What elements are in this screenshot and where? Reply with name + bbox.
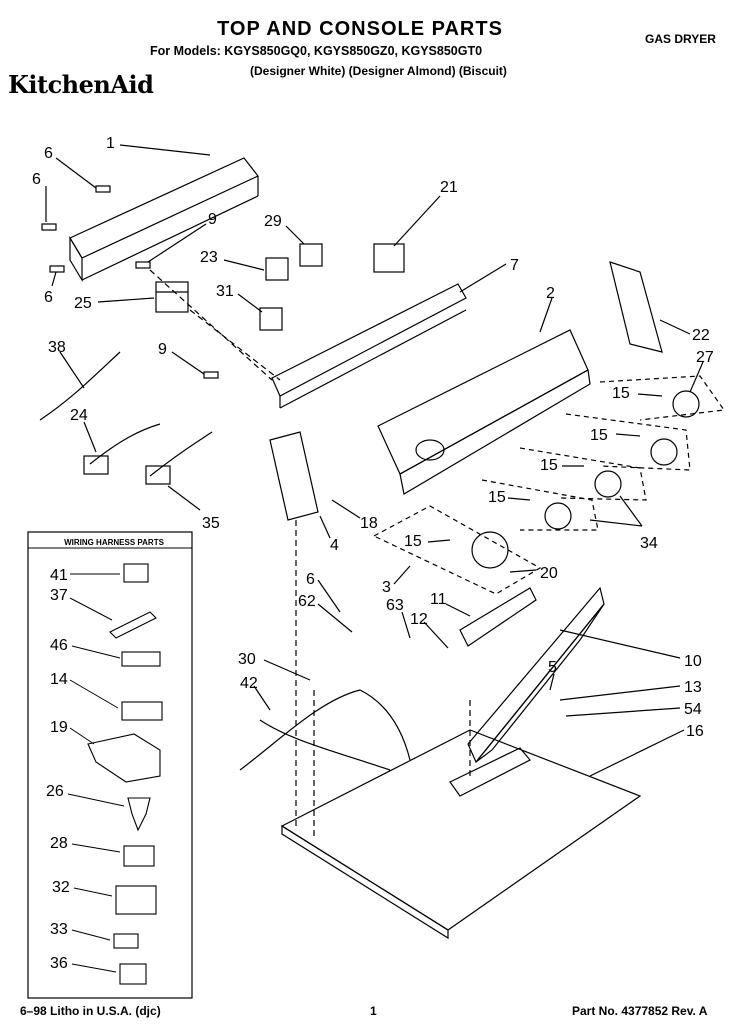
callout-25: 25 (74, 295, 92, 312)
callout-22: 22 (692, 327, 710, 344)
wh-part-46 (121, 651, 161, 667)
callout-6b: 6 (32, 171, 41, 188)
wh-part-28 (123, 845, 155, 867)
part-end-cap (609, 261, 663, 353)
callout-35: 35 (202, 515, 220, 532)
wh-callout-14: 14 (50, 671, 68, 688)
wh-part-19 (87, 733, 161, 783)
wh-part-41 (123, 563, 149, 583)
callout-6a: 6 (44, 145, 53, 162)
callout-24: 24 (70, 407, 88, 424)
wh-callout-41: 41 (50, 567, 68, 584)
callout-10: 10 (684, 653, 702, 670)
page-title: TOP AND CONSOLE PARTS (217, 18, 503, 40)
callout-29: 29 (264, 213, 282, 230)
footer-part-number: Part No. 4377852 Rev. A (572, 1004, 708, 1018)
footer-litho: 6–98 Litho in U.S.A. (djc) (20, 1004, 161, 1018)
part-main-harness (239, 689, 411, 771)
callout-15d: 15 (488, 489, 506, 506)
callout-15b: 15 (590, 427, 608, 444)
callout-18: 18 (360, 515, 378, 532)
callout-42: 42 (240, 675, 258, 692)
wh-callout-36: 36 (50, 955, 68, 972)
callout-30: 30 (238, 651, 256, 668)
wh-part-26 (127, 797, 151, 832)
callout-62: 62 (298, 593, 316, 610)
wh-callout-19: 19 (50, 719, 68, 736)
callout-15a: 15 (612, 385, 630, 402)
wh-callout-33: 33 (50, 921, 68, 938)
callout-20: 20 (540, 565, 558, 582)
callout-6c: 6 (44, 289, 53, 306)
wh-callout-46: 46 (50, 637, 68, 654)
callout-15c: 15 (540, 457, 558, 474)
callout-11: 11 (430, 591, 447, 608)
part-console-bracket (271, 283, 467, 409)
part-switches (259, 243, 405, 331)
callout-16: 16 (686, 723, 704, 740)
wh-part-32 (115, 885, 157, 915)
wh-callout-32: 32 (52, 879, 70, 896)
part-terminal-cover (269, 431, 319, 521)
part-lint-screen (459, 586, 605, 764)
callout-21: 21 (440, 179, 458, 196)
callout-6d: 6 (306, 571, 315, 588)
callout-54: 54 (684, 701, 702, 718)
wh-part-33 (113, 933, 139, 949)
callout-23: 23 (200, 249, 218, 266)
callout-15e: 15 (404, 533, 422, 550)
wh-callout-37: 37 (50, 587, 68, 604)
callout-2: 2 (546, 285, 555, 302)
wh-part-14 (121, 701, 163, 721)
part-harness-wires (39, 351, 213, 485)
wiring-box-title: WIRING HARNESS PARTS (64, 538, 164, 547)
wh-callout-26: 26 (46, 783, 64, 800)
callout-1: 1 (106, 135, 115, 152)
callout-63: 63 (386, 597, 404, 614)
part-top-panel (280, 729, 642, 940)
callout-12: 12 (410, 611, 428, 628)
wh-part-36 (119, 963, 147, 985)
callout-31: 31 (216, 283, 234, 300)
model-list: For Models: KGYS850GQ0, KGYS850GZ0, KGYS… (150, 44, 483, 58)
part-knob-guides (373, 375, 726, 595)
callout-34: 34 (640, 535, 658, 552)
leader-lines (45, 144, 704, 777)
part-console (377, 329, 591, 495)
callout-38: 38 (48, 339, 66, 356)
wiring-harness-box: 41 37 46 14 19 26 28 32 33 36 (27, 531, 193, 999)
callout-27: 27 (696, 349, 714, 366)
wh-part-37 (109, 611, 157, 639)
brand-logo: KitchenAid (8, 70, 154, 99)
callout-4: 4 (330, 537, 339, 554)
callout-5: 5 (548, 659, 557, 676)
footer-page-number: 1 (370, 1004, 377, 1018)
callout-7: 7 (510, 257, 519, 274)
assembly-lines (149, 269, 471, 840)
part-screws (41, 185, 219, 379)
part-rear-panel (69, 157, 259, 283)
product-type: GAS DRYER (645, 32, 716, 46)
color-list: (Designer White) (Designer Almond) (Bisc… (250, 64, 507, 78)
callout-3: 3 (382, 579, 391, 596)
wh-callout-28: 28 (50, 835, 68, 852)
callout-9b: 9 (158, 341, 167, 358)
callout-13: 13 (684, 679, 702, 696)
part-timer (155, 281, 189, 313)
callout-9a: 9 (208, 211, 217, 228)
callout-labels: 1 6 6 9 25 6 29 23 31 21 7 2 22 27 38 9 … (32, 135, 714, 740)
